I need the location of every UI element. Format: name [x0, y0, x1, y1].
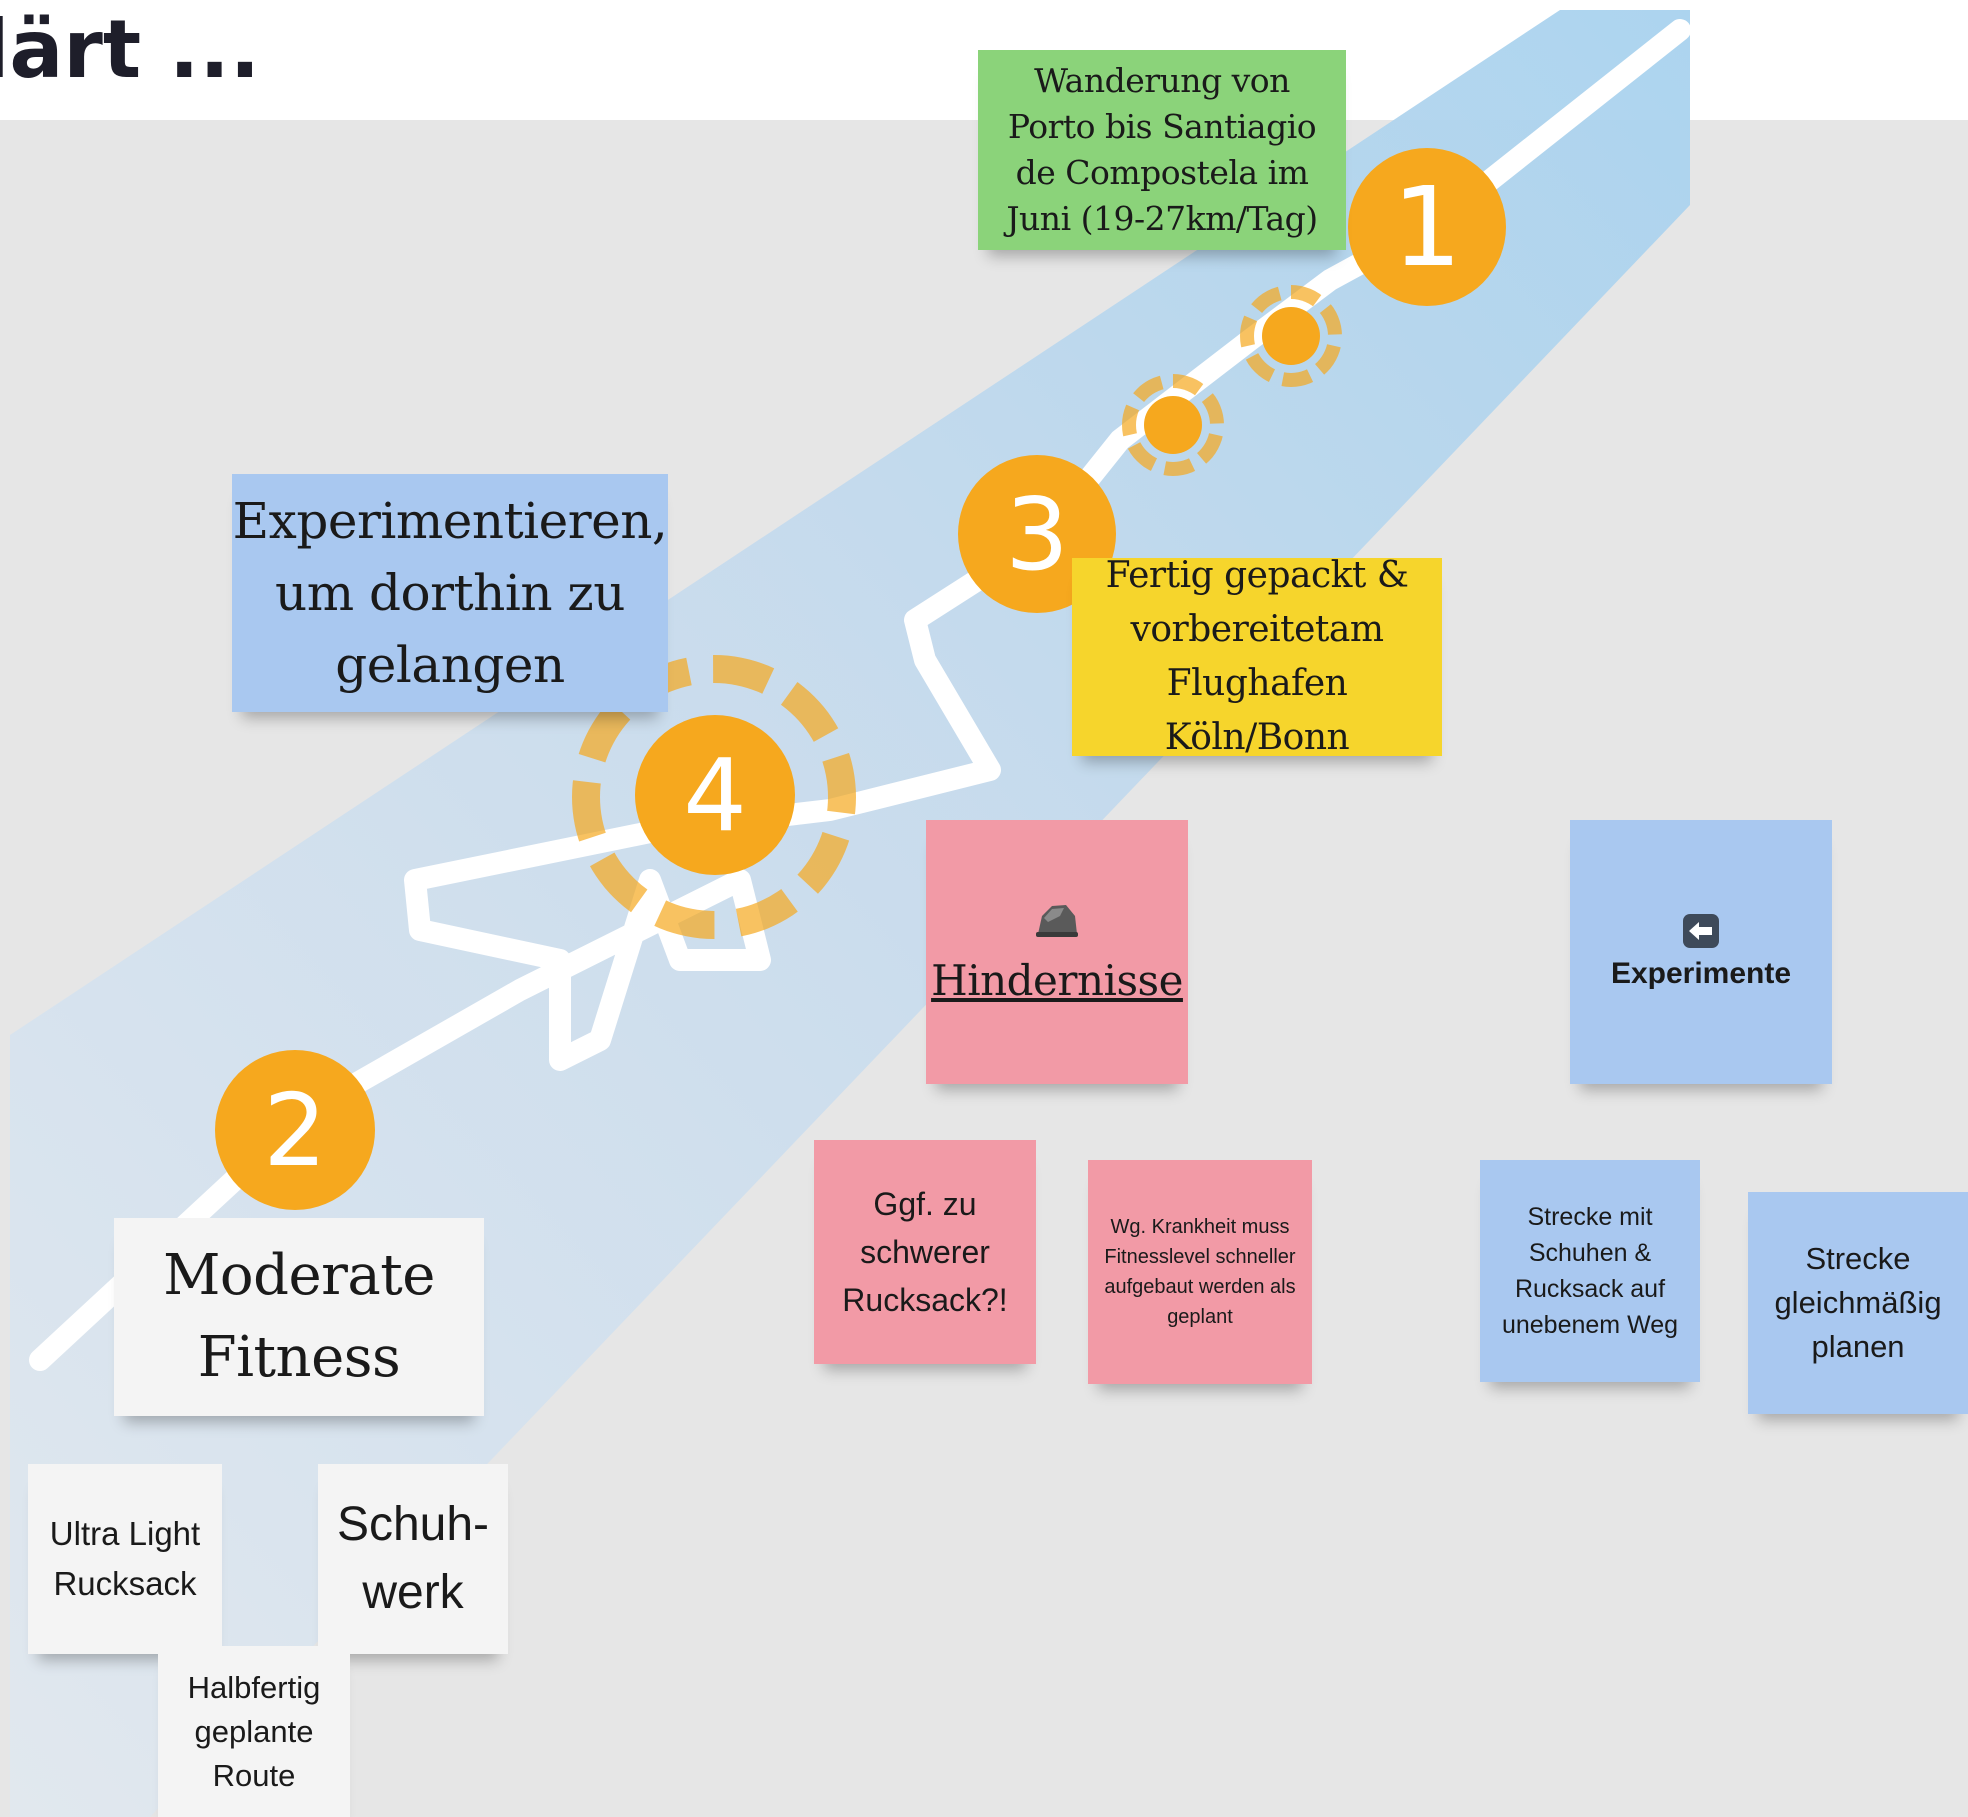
illness-note[interactable]: Wg. Krankheit muss Fitnesslevel schnelle… [1088, 1160, 1312, 1384]
step-2-marker: 2 [215, 1050, 375, 1210]
route-even-note[interactable]: Strecke gleichmäßig planen [1748, 1192, 1968, 1414]
obstacles-note[interactable]: Hindernisse [926, 820, 1188, 1084]
half-planned-route-note[interactable]: Halbfertig geplante Route [158, 1646, 350, 1817]
experiments-note[interactable]: Experimente [1570, 820, 1832, 1084]
step-1-marker: 1 [1348, 148, 1506, 306]
heavy-backpack-note[interactable]: Ggf. zu schwerer Rucksack?! [814, 1140, 1036, 1364]
left-arrow-icon [1683, 914, 1719, 948]
route-even-text: Strecke gleichmäßig planen [1774, 1241, 1942, 1364]
footwear-line-1: Schuh- [336, 1498, 490, 1551]
half-planned-text: Halbfertig geplante Route [187, 1669, 321, 1793]
ultralight-backpack-note[interactable]: Ultra Light Rucksack [28, 1464, 222, 1654]
packed-note-text: Fertig gepackt & vorbereitetam Flughafen… [1105, 555, 1409, 758]
progress-dot [1144, 396, 1202, 454]
obstacles-label: Hindernisse [931, 955, 1183, 1005]
moderate-line-1: Moderate [163, 1243, 435, 1308]
step-1-number: 1 [1392, 163, 1462, 291]
footwear-note[interactable]: Schuh- werk [318, 1464, 508, 1654]
experiments-label: Experimente [1610, 957, 1792, 990]
rock-icon [1036, 904, 1078, 937]
heavy-backpack-text: Ggf. zu schwerer Rucksack?! [842, 1186, 1008, 1318]
route-shoes-text: Strecke mit Schuhen & Rucksack auf unebe… [1501, 1203, 1679, 1339]
step-4-marker: 4 [635, 715, 795, 875]
goal-note[interactable]: Wanderung von Porto bis Santiagio de Com… [978, 50, 1346, 250]
experiment-header-note[interactable]: Experimentieren, um dorthin zu gelangen [232, 474, 668, 712]
experiment-header-text: Experimentieren, um dorthin zu gelangen [232, 492, 668, 694]
moderate-fitness-note[interactable]: Moderate Fitness [114, 1218, 484, 1416]
page-title: lärt ... [0, 3, 261, 96]
illness-text: Wg. Krankheit muss Fitnesslevel schnelle… [1104, 1216, 1296, 1328]
moderate-line-2: Fitness [197, 1325, 401, 1390]
step-4-number: 4 [683, 736, 747, 854]
route-shoes-note[interactable]: Strecke mit Schuhen & Rucksack auf unebe… [1480, 1160, 1700, 1382]
packed-note[interactable]: Fertig gepackt & vorbereitetam Flughafen… [1072, 555, 1442, 758]
progress-dot [1262, 307, 1320, 365]
goal-note-text: Wanderung von Porto bis Santiagio de Com… [1006, 61, 1318, 238]
ultralight-text: Ultra Light Rucksack [49, 1515, 201, 1602]
footwear-line-2: werk [362, 1566, 464, 1619]
step-3-number: 3 [1005, 475, 1069, 593]
step-2-number: 2 [263, 1071, 327, 1189]
